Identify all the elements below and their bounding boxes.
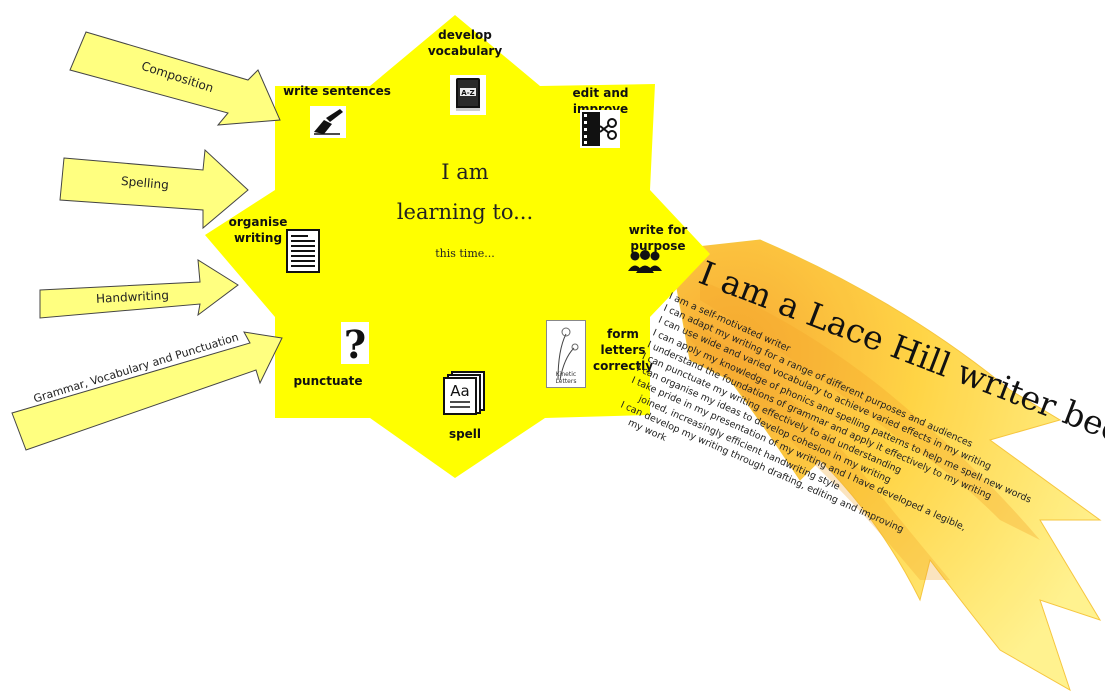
label-organise-writing: organise writing [228,215,288,246]
svg-text:Letters: Letters [556,378,577,385]
group-people-icon [628,249,662,275]
label-write-for-purpose: write for purpose [628,223,688,254]
question-mark-icon: ? [341,322,369,367]
font-sample-text: Aa [450,382,469,400]
center-subtitle: this time... [435,247,495,260]
label-form-letters-correctly: form letters correctly [593,327,654,374]
document-lines-icon [286,229,320,273]
center-title-line2: learning to... [396,200,534,224]
star-tail [669,239,1102,692]
label-punctuate: punctuate [293,374,363,388]
center-title-line1: I am [441,160,489,184]
kinetic-letters-icon: Kinetic Letters [546,320,586,388]
svg-text:?: ? [344,322,366,364]
arrow-composition [69,31,281,126]
label-write-sentences: write sentences [283,84,391,98]
film-scissors-icon [580,110,620,148]
arrow-spelling [59,148,249,230]
dictionary-icon-text: A-Z [461,89,474,97]
label-develop-vocabulary: develop vocabulary [427,28,503,59]
pen-writing-icon [310,106,346,138]
label-spell: spell [448,427,482,441]
font-sample-icon: Aa [442,370,488,416]
dictionary-icon: A-Z [450,75,486,115]
arrow-grammar [11,331,283,451]
arrow-handwriting [39,259,239,319]
svg-text:Kinetic: Kinetic [556,371,576,378]
